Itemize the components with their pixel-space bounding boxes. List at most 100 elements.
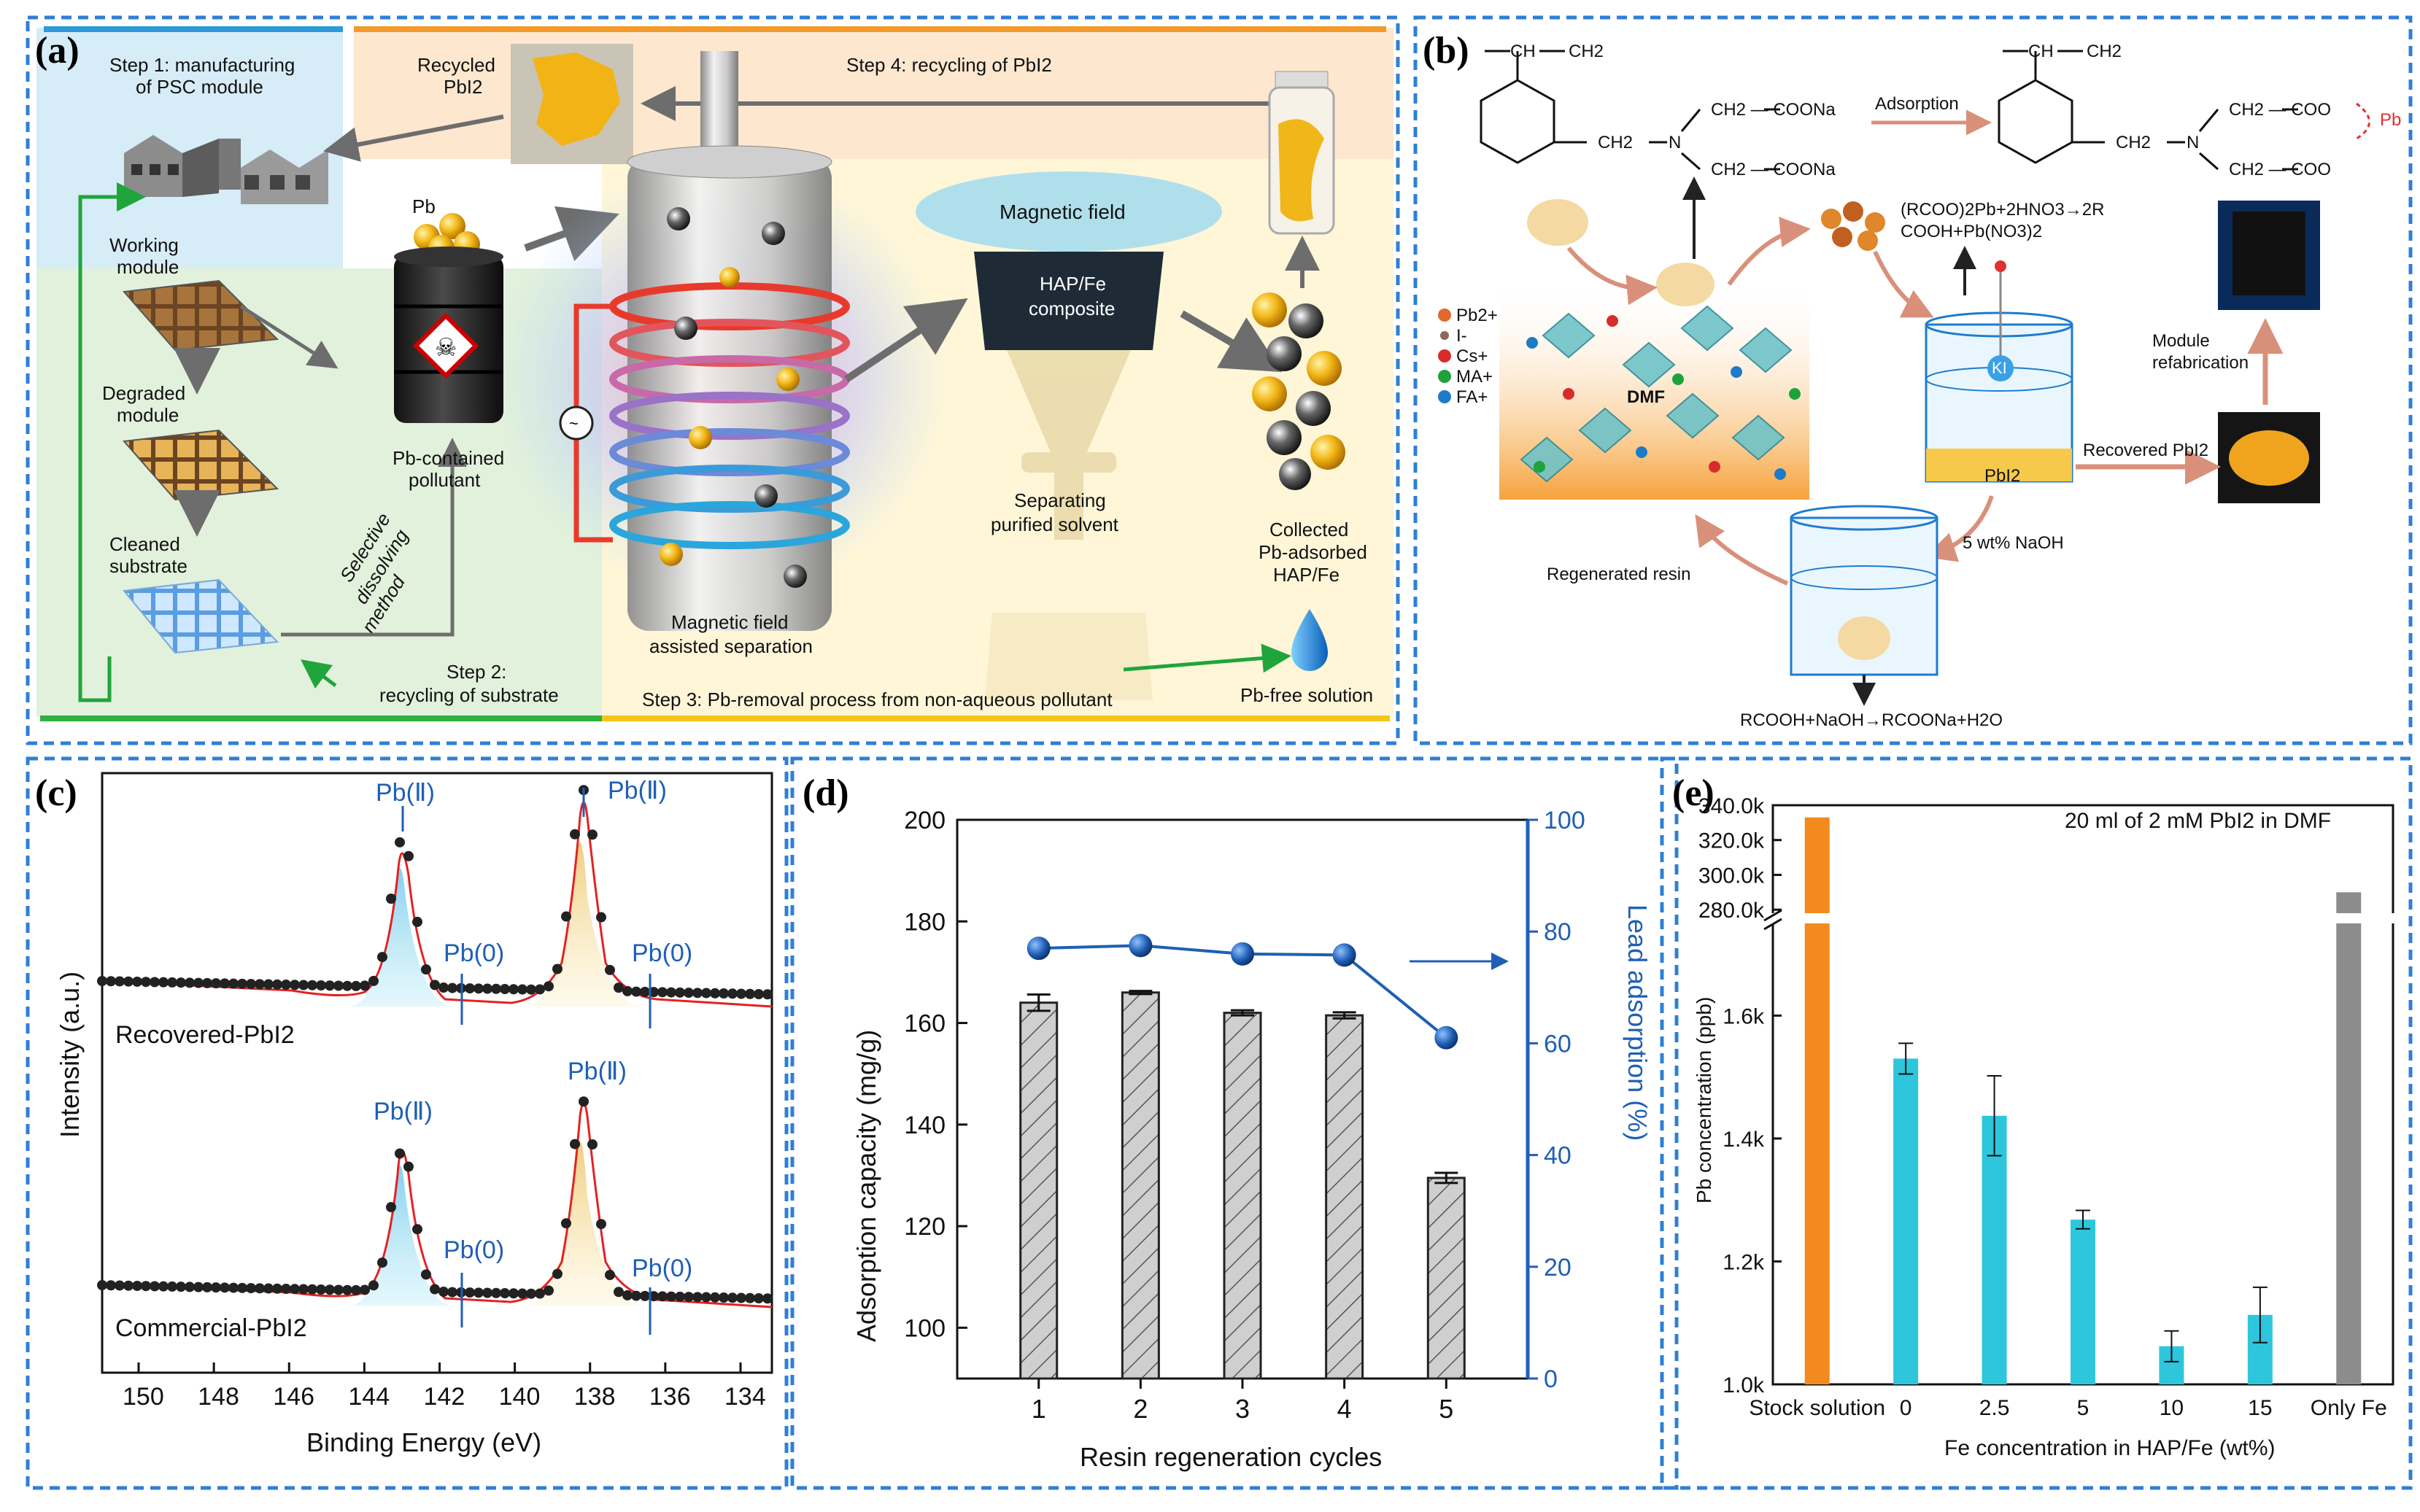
spectrum-dot — [368, 1280, 379, 1291]
recycled-text-b: PbI2 — [444, 76, 483, 98]
e-chart: 340.0k320.0k300.0k280.0k1.6k1.4k1.2k1.0k… — [1698, 794, 2387, 1420]
resin-bead — [1527, 199, 1588, 246]
hap-fe-text: HAP/Fe — [1040, 273, 1106, 295]
e-xtick-label: 15 — [2248, 1396, 2272, 1420]
spectrum-dot — [482, 1287, 492, 1298]
coo-2: CH2 — COO — [2229, 160, 2331, 179]
spectrum-dot — [552, 964, 563, 974]
d-ytick-right-label: 80 — [1544, 918, 1572, 946]
d-bar — [1019, 1001, 1059, 1380]
magnetic-field-glow — [916, 171, 1222, 252]
legend-i: I- — [1456, 326, 1467, 346]
spectrum-dot — [614, 1287, 624, 1298]
panel-label-b: (b) — [1423, 30, 1469, 71]
spectrum-dot — [263, 979, 274, 990]
d-xlabel: Resin regeneration cycles — [1080, 1442, 1382, 1472]
spectrum-dot — [710, 988, 720, 999]
pb-free-text: Pb-free solution — [1240, 684, 1373, 706]
arrow-cylinder-to-composite — [844, 298, 968, 383]
spectrum-dot — [666, 987, 676, 998]
e-bar — [2336, 923, 2362, 1384]
spectrum-dot — [622, 1290, 633, 1300]
spectrum-dot — [552, 1268, 563, 1279]
spectrum-dot — [430, 1284, 440, 1295]
spectrum-dot — [158, 1281, 169, 1292]
spectrum-dot — [692, 988, 703, 999]
pbi2-text: PbI2 — [1984, 466, 2020, 486]
spectrum-dot — [666, 1291, 676, 1302]
spectrum-dot — [605, 1269, 615, 1280]
perovskite-octahedra — [1520, 305, 1793, 483]
e-bar — [1982, 1115, 2007, 1384]
cleaned-text-b: substrate — [109, 555, 188, 577]
reaction-2: RCOOH+NaOH→RCOONa+H2O — [1740, 710, 2003, 730]
e-xtick-label: 2.5 — [1979, 1396, 2010, 1420]
spectrum-dot — [211, 1282, 221, 1293]
d-series-point — [1332, 943, 1356, 967]
spectrum-dot — [517, 984, 527, 995]
spectrum-dot — [491, 983, 501, 994]
spectrum-dot — [640, 986, 650, 997]
d-xtick-label: 1 — [1032, 1394, 1046, 1424]
spectrum-dot — [97, 976, 107, 986]
spectrum-dot — [631, 986, 641, 997]
d-ylabel-left: Adsorption capacity (mg/g) — [851, 1030, 881, 1342]
e-ytick-lower-label: 1.2k — [1723, 1250, 1765, 1274]
d-xtick-label: 5 — [1439, 1394, 1453, 1424]
spectrum-dot — [395, 1148, 405, 1159]
arrow-regenerated — [1695, 514, 1789, 586]
collected-text-b: Pb-adsorbed — [1259, 541, 1367, 563]
spectrum-dot — [185, 977, 195, 988]
panel-e-frame — [1660, 756, 2413, 1490]
spectrum-dot — [745, 1292, 755, 1303]
spectrum-dot — [246, 1283, 256, 1294]
d-ytick-right-label: 0 — [1544, 1365, 1558, 1393]
xps-xlabel: Binding Energy (eV) — [306, 1427, 541, 1457]
e-ytick-upper-label: 340.0k — [1698, 794, 1765, 818]
pb0-label-top-1: Pb(0) — [444, 939, 504, 967]
cylinder-top — [627, 145, 832, 179]
module-refab-text: Module — [2152, 331, 2210, 351]
spectrum-dot — [500, 984, 510, 995]
e-bar — [1893, 1058, 1919, 1384]
pb-bound-text: Pb — [2380, 110, 2401, 130]
e-break-mark-1 — [1763, 909, 1782, 922]
d-ytick-left-label: 180 — [904, 908, 946, 936]
panel-frames — [26, 15, 2413, 1490]
composite-block — [974, 252, 1164, 350]
spectrum-dot — [657, 987, 668, 998]
ch2-top-text: CH2 — [1569, 42, 1604, 61]
spectrum-dot — [544, 981, 554, 992]
ion-dots — [1526, 315, 1801, 480]
spectrum-dot — [509, 984, 519, 995]
spectrum-dot — [220, 1282, 230, 1293]
d-ytick-left-label: 100 — [904, 1314, 946, 1342]
e-break-mark-2 — [1763, 918, 1782, 931]
spectrum-dot — [193, 1282, 204, 1292]
adsorption-text: Adsorption — [1875, 94, 1959, 114]
degraded-text: Degraded — [102, 382, 185, 404]
ki-text: KI — [1992, 359, 2007, 377]
step2-text: Step 2: — [446, 661, 506, 683]
resin-structure — [1480, 50, 1780, 171]
peak-fill-top-1 — [350, 868, 452, 1007]
pollutant-text-b: pollutant — [409, 469, 481, 491]
step4-region — [354, 28, 1393, 159]
e-bar — [1804, 923, 1830, 1384]
xps-xtick-label: 142 — [424, 1383, 465, 1411]
spectrum-dot — [123, 1280, 134, 1291]
spectrum-dot — [491, 1287, 501, 1298]
e-title: 20 ml of 2 mM PbI2 in DMF — [2065, 809, 2331, 833]
arrow-working-to-barrel — [239, 304, 339, 369]
step1-text: Step 1: manufacturing — [109, 54, 295, 76]
pb0-label-top-2: Pb(0) — [632, 939, 692, 967]
spectrum-dot — [447, 982, 457, 993]
spectrum-dot — [360, 980, 370, 991]
spectrum-dot — [290, 980, 300, 990]
spectrum-dot — [333, 980, 344, 991]
e-xtick-label: Stock solution — [1749, 1396, 1885, 1420]
spectrum-dot — [447, 1287, 457, 1298]
label-commercial: Commercial-PbI2 — [115, 1314, 307, 1342]
spectrum-dot — [185, 1282, 195, 1292]
